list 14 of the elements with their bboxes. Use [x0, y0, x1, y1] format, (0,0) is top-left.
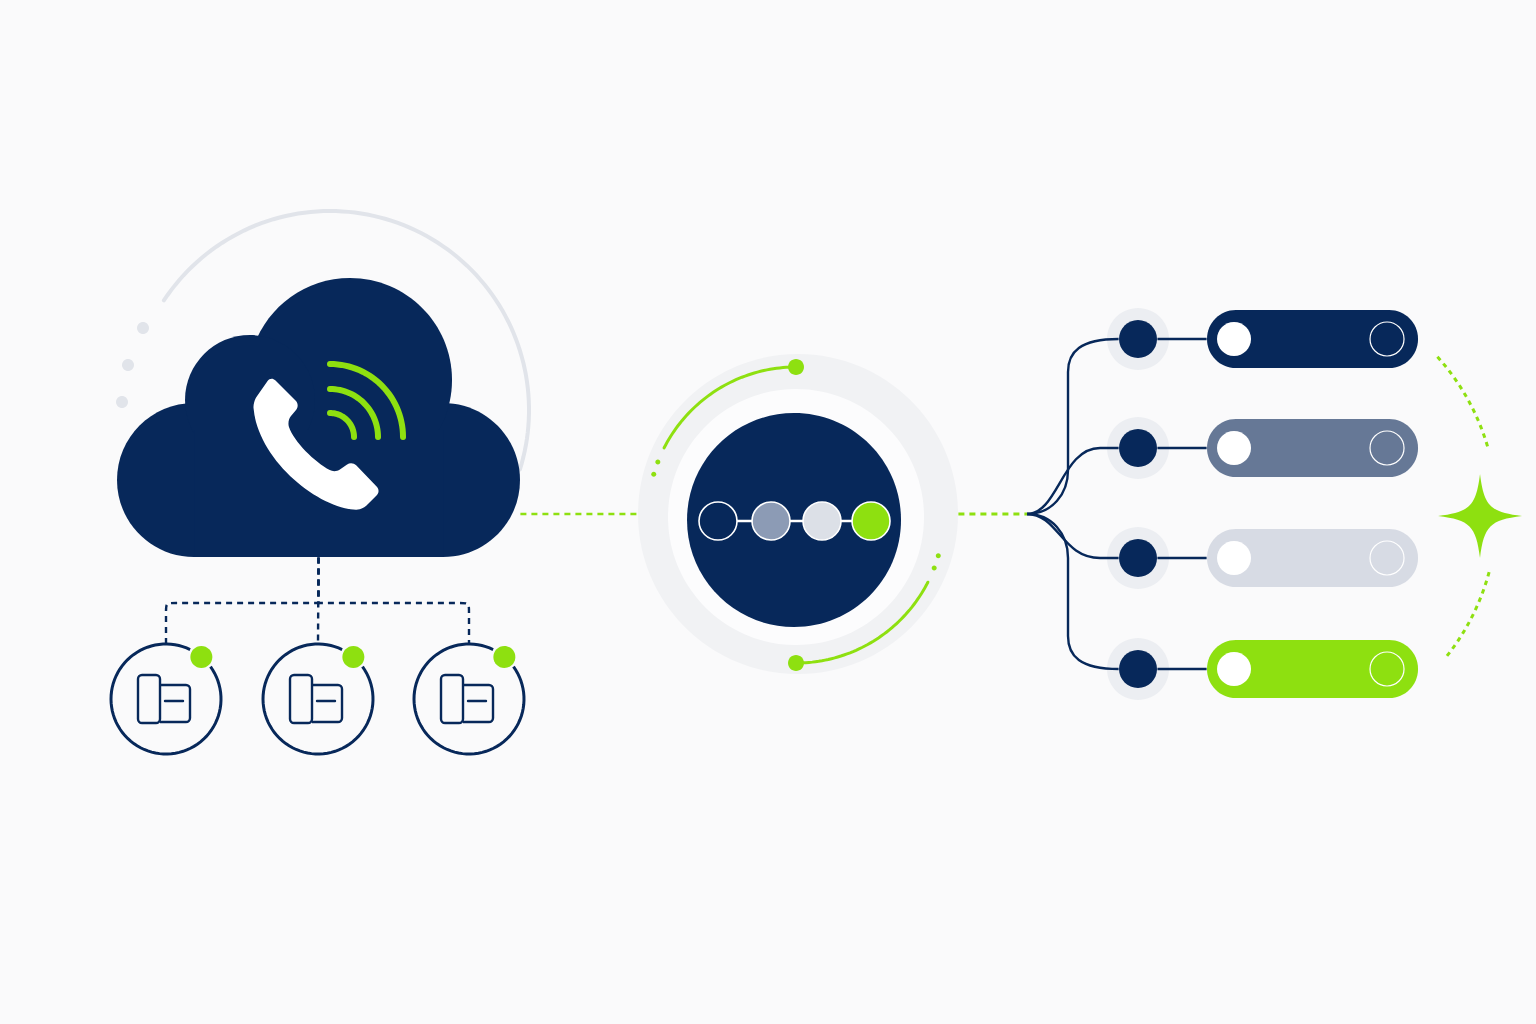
connector-line [1157, 556, 1207, 560]
cloud-shape [117, 278, 520, 557]
hub-circle [638, 354, 958, 674]
connector-line [1157, 337, 1207, 341]
connector-line [1026, 512, 1119, 671]
connector-line [317, 557, 471, 644]
connector-line [1157, 667, 1207, 671]
connector-line [520, 512, 638, 516]
connector-dot [1107, 638, 1169, 700]
connector-dot [1107, 417, 1169, 479]
connector-dot [1107, 527, 1169, 589]
connector-dot [1107, 308, 1169, 370]
connector-line [958, 512, 1027, 516]
connector-line [1157, 446, 1207, 450]
